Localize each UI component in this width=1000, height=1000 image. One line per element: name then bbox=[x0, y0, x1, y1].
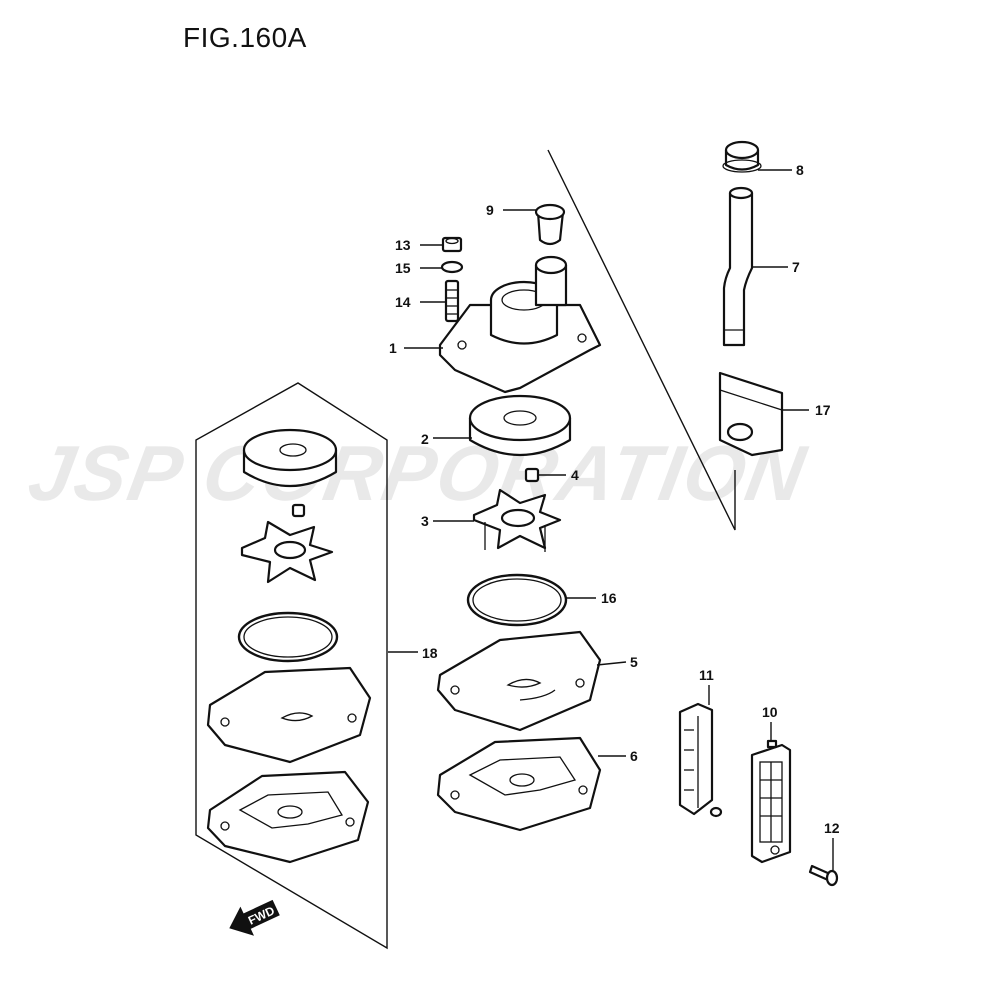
cap[interactable] bbox=[722, 140, 762, 173]
pump-plate[interactable] bbox=[436, 736, 602, 832]
callout-15: 15 bbox=[395, 260, 411, 276]
leader-lines bbox=[388, 169, 834, 870]
kit-outline bbox=[195, 382, 388, 950]
kit-gasket bbox=[206, 666, 372, 764]
hose-guide[interactable] bbox=[678, 702, 723, 818]
callout-7: 7 bbox=[792, 259, 800, 275]
seal-rubber[interactable] bbox=[718, 371, 784, 457]
impeller[interactable] bbox=[472, 488, 562, 552]
grommet[interactable] bbox=[534, 203, 566, 246]
guide-lines bbox=[547, 149, 736, 531]
callout-9: 9 bbox=[486, 202, 494, 218]
figure-title: FIG.160A bbox=[183, 22, 307, 53]
pump-gasket[interactable] bbox=[436, 630, 602, 732]
callout-17: 17 bbox=[815, 402, 831, 418]
callout-3: 3 bbox=[421, 513, 429, 529]
callout-labels: 1 2 3 4 5 6 7 8 9 10 11 12 13 14 15 16 1… bbox=[389, 162, 840, 836]
callout-6: 6 bbox=[630, 748, 638, 764]
callout-12: 12 bbox=[824, 820, 840, 836]
callout-14: 14 bbox=[395, 294, 411, 310]
callout-2: 2 bbox=[421, 431, 429, 447]
callout-10: 10 bbox=[762, 704, 778, 720]
callout-11: 11 bbox=[699, 667, 714, 683]
key[interactable] bbox=[524, 467, 540, 483]
cover[interactable] bbox=[750, 739, 792, 864]
screw[interactable] bbox=[808, 864, 839, 887]
callout-4: 4 bbox=[571, 467, 579, 483]
o-ring[interactable] bbox=[466, 573, 568, 627]
kit-liner bbox=[242, 428, 338, 487]
callout-18: 18 bbox=[422, 645, 438, 661]
callout-1: 1 bbox=[389, 340, 397, 356]
kit-impeller bbox=[240, 520, 334, 584]
washer[interactable] bbox=[440, 260, 464, 274]
kit-o-ring bbox=[237, 611, 339, 663]
callout-5: 5 bbox=[630, 654, 638, 670]
kit-plate bbox=[206, 770, 370, 864]
callout-16: 16 bbox=[601, 590, 617, 606]
water-tube[interactable] bbox=[722, 186, 754, 347]
nut[interactable] bbox=[441, 236, 463, 253]
impeller-liner[interactable] bbox=[468, 394, 572, 456]
kit-o-ring-inner bbox=[243, 616, 333, 658]
pump-case[interactable] bbox=[438, 255, 602, 394]
stud-bolt[interactable] bbox=[444, 279, 460, 323]
callout-13: 13 bbox=[395, 237, 411, 253]
callout-8: 8 bbox=[796, 162, 804, 178]
o-ring-inner bbox=[472, 578, 562, 622]
fwd-arrow: FWD bbox=[229, 899, 280, 936]
kit-key bbox=[291, 503, 306, 518]
fwd-label: FWD bbox=[246, 903, 277, 927]
